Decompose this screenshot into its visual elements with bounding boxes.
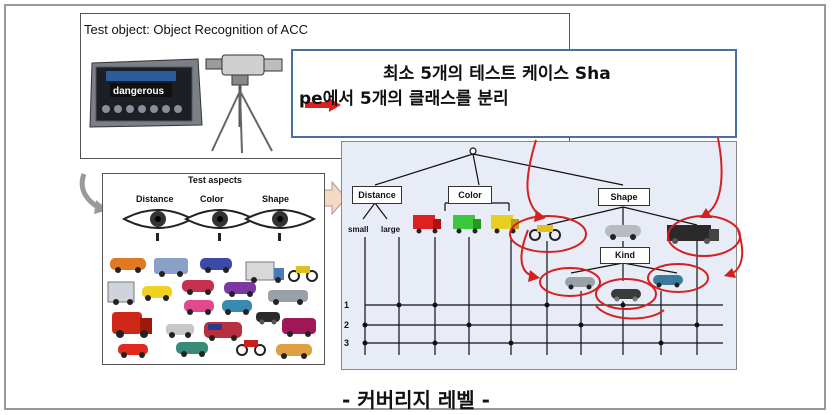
truck-icon (112, 312, 152, 338)
car-icon (653, 275, 683, 288)
node-distance: Distance (352, 186, 402, 204)
callout-box (291, 49, 737, 138)
test-aspects-title: Test aspects (188, 175, 242, 185)
motorcycle-icon (236, 340, 266, 356)
node-shape: Shape (598, 188, 650, 206)
truck-icon (107, 281, 135, 305)
car-icon (224, 282, 256, 297)
label-large: large (381, 225, 401, 234)
car-icon (184, 300, 214, 315)
truck-icon (245, 261, 284, 283)
aspect-shape-label: Shape (262, 194, 290, 204)
callout-text: 최소 5개의 테스트 케이스 Sha pe에서 5개의 클래스를 분리 (299, 62, 733, 112)
slide-frame (4, 4, 826, 410)
row-label-3: 3 (344, 338, 350, 348)
motorcycle-icon (288, 266, 318, 282)
row-label-2: 2 (344, 320, 350, 330)
car-icon (200, 258, 232, 273)
car-icon (605, 225, 641, 240)
car-icon (142, 286, 172, 301)
green-truck-icon (453, 215, 481, 234)
car-icon (268, 290, 308, 305)
eye-icon (243, 209, 317, 241)
car-icon (276, 344, 312, 359)
aspect-color-label: Color (200, 194, 224, 204)
callout-line-2: pe에서 5개의 클래스를 분리 (299, 89, 509, 109)
car-icon (611, 289, 641, 302)
vehicle-collage (107, 258, 318, 359)
classification-tree-panel (341, 141, 737, 370)
car-icon (166, 324, 194, 338)
car-radio-image: dangerous (89, 58, 203, 128)
car-icon (204, 322, 242, 341)
car-icon (118, 344, 148, 358)
truck-icon (667, 225, 719, 244)
motorcycle-icon (529, 225, 561, 241)
car-icon (176, 342, 208, 357)
label-small: small (348, 225, 369, 234)
callout-line-1: 최소 5개의 테스트 케이스 Sha (383, 64, 611, 84)
red-arrow-icon (305, 98, 341, 112)
row-label-1: 1 (344, 300, 350, 310)
van-icon (154, 258, 188, 277)
node-kind: Kind (600, 247, 650, 264)
radio-label: dangerous (113, 86, 165, 97)
red-truck-icon (413, 215, 441, 234)
eyes-row (121, 209, 317, 241)
node-color: Color (448, 186, 492, 204)
car-icon (565, 277, 595, 290)
eye-icon (121, 209, 195, 241)
car-icon (222, 300, 252, 315)
camera-tripod-image (205, 54, 283, 154)
test-object-title: Test object: Object Recognition of ACC (84, 22, 309, 37)
car-icon (110, 258, 146, 273)
red-annotations (509, 137, 744, 320)
footer-caption: - 커버리지 레벨 - (342, 388, 490, 412)
car-icon (256, 312, 280, 325)
van-icon (282, 318, 316, 337)
car-icon (182, 280, 214, 295)
eye-icon (183, 209, 257, 241)
aspect-distance-label: Distance (136, 194, 174, 204)
